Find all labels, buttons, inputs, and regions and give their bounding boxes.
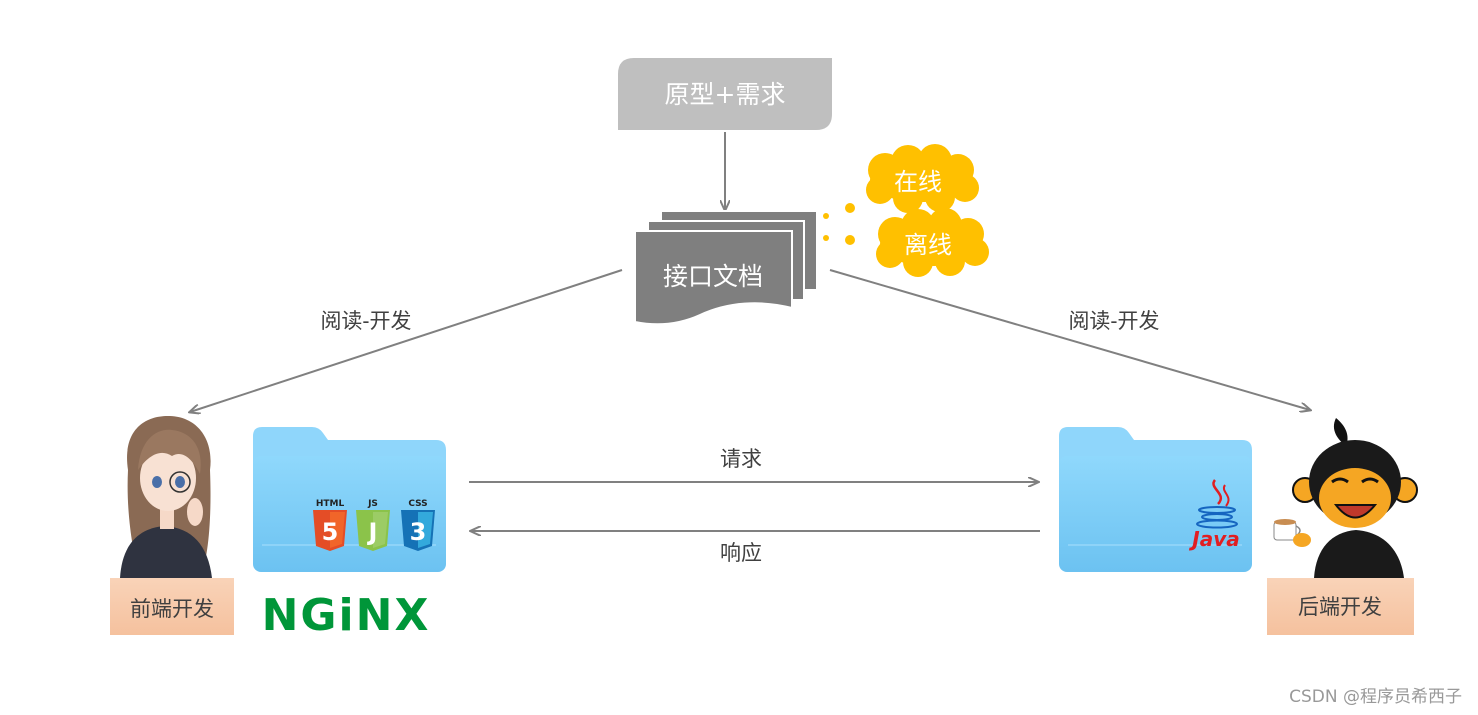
backend-developer-avatar [1273,418,1418,578]
css-tag-label: CSS [408,499,427,509]
css3-badge: CSS 3 [401,499,435,551]
backend-label-box: 后端开发 [1267,578,1414,635]
css3-number: 3 [410,518,427,546]
frontend-label: 前端开发 [130,597,214,621]
online-label: 在线 [894,168,942,196]
prototype-requirements-box: 原型+需求 [618,58,832,130]
right-read-develop-label: 阅读-开发 [1068,309,1159,333]
api-document-stack: 接口文档 [634,210,818,326]
backend-folder-icon [1059,427,1252,572]
prototype-requirements-label: 原型+需求 [665,80,786,109]
response-label: 响应 [720,541,762,565]
html5-number: 5 [322,518,339,546]
html5-badge: HTML 5 [313,499,347,551]
java-logo: Java [1188,479,1240,551]
left-read-develop-label: 阅读-开发 [320,309,411,333]
html-tag-label: HTML [316,499,345,509]
doc-mode-dots [823,203,855,245]
js-letter: J [367,518,378,546]
frontend-label-box: 前端开发 [110,578,234,635]
backend-label: 后端开发 [1298,595,1382,619]
doc-to-frontend-arrow [190,269,623,412]
csdn-watermark: CSDN @程序员希西子 [1289,687,1462,707]
java-label: Java [1188,527,1239,551]
js-badge: JS J [356,499,390,551]
js-tag-label: JS [367,499,378,509]
online-cloud: 在线 [866,144,979,213]
request-label: 请求 [720,447,762,471]
frontend-developer-avatar [120,415,212,578]
offline-cloud: 离线 [876,208,989,277]
doc-to-backend-arrow [829,269,1310,410]
offline-label: 离线 [904,231,952,259]
nginx-logo: NGiNX [262,590,431,641]
api-document-label: 接口文档 [663,262,763,291]
